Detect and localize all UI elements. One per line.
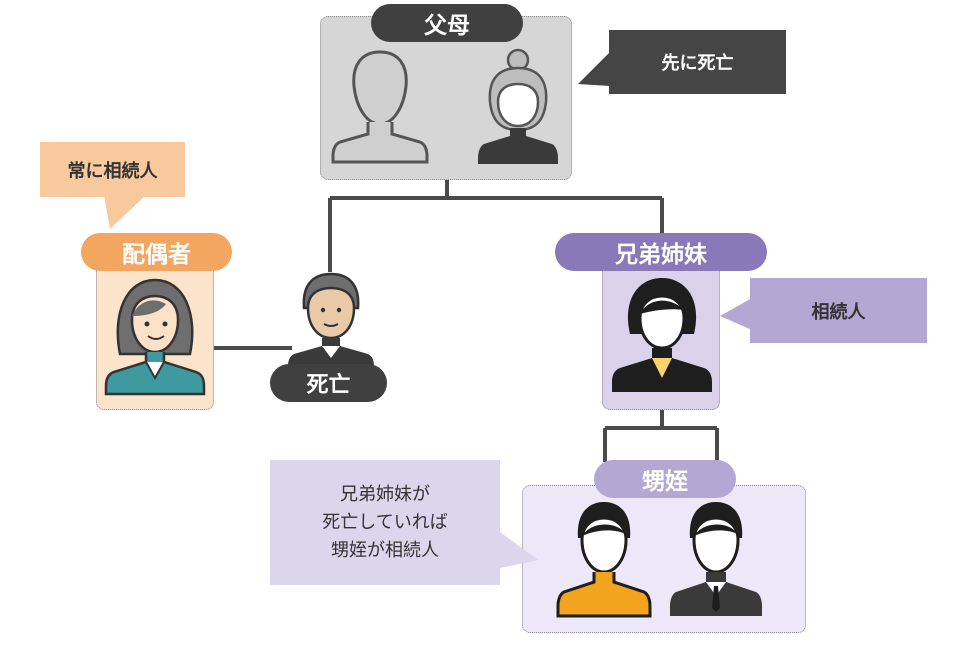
- siblings-label: 兄弟姉妹: [555, 233, 767, 271]
- grandmother-icon: [478, 48, 558, 164]
- elderly-man-icon: [288, 272, 374, 366]
- deceased-label: 死亡: [270, 364, 387, 402]
- nephews-note: 兄弟姉妹が 死亡していれば 甥姪が相続人: [270, 460, 500, 585]
- siblings-note-pointer: [720, 298, 752, 330]
- spouse-label: 配偶者: [81, 233, 232, 271]
- nephews-note-pointer: [500, 532, 538, 568]
- niece-man-icon: [670, 502, 762, 616]
- nephews-note-line-1: 兄弟姉妹が: [340, 483, 430, 505]
- siblings-note: 相続人: [750, 278, 927, 343]
- male-silhouette-icon: [331, 50, 429, 164]
- nephews-label: 甥姪: [594, 460, 736, 498]
- parents-label: 父母: [371, 4, 523, 42]
- spouse-note-pointer: [104, 195, 146, 229]
- woman-avatar-icon: [104, 278, 206, 396]
- nephew-icon: [556, 502, 652, 618]
- sibling-woman-icon: [612, 278, 712, 392]
- spouse-note: 常に相続人: [40, 142, 185, 197]
- parents-note-pointer: [578, 52, 610, 86]
- parents-note: 先に死亡: [609, 30, 786, 94]
- nephews-note-line-3: 甥姪が相続人: [331, 539, 439, 561]
- nephews-note-line-2: 死亡していれば: [322, 511, 448, 533]
